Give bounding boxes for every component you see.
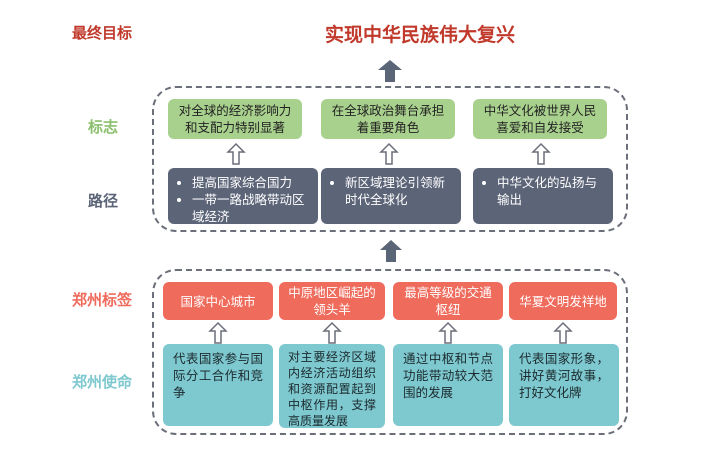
hollow-up-arrow-icon	[226, 142, 246, 165]
national-group-container	[152, 86, 628, 232]
path-item: 一带一路战略带动区域经济	[192, 191, 310, 225]
mark-box-politics: 在全球政治舞台承担着重要角色	[321, 99, 455, 139]
goal-title: 实现中华民族伟大复兴	[324, 24, 515, 46]
path-box-strength: 提高国家综合国力 一带一路战略带动区域经济	[168, 168, 318, 224]
hollow-up-arrow-icon	[531, 142, 551, 165]
goal-label: 最终目标	[72, 24, 133, 42]
path-box-globalization: 新区域理论引领新时代全球化	[321, 168, 461, 224]
marks-label: 标志	[88, 118, 119, 136]
zz-mission-global: 代表国家参与国际分工合作和竞争	[163, 344, 273, 426]
hollow-up-arrow-icon	[379, 142, 399, 165]
hollow-up-arrow-icon	[322, 321, 342, 344]
up-arrow-icon	[378, 60, 402, 82]
zz-mission-culture: 代表国家形象，讲好黄河故事，打好文化牌	[509, 344, 619, 426]
up-arrow-icon	[380, 240, 402, 262]
paths-label: 路径	[88, 192, 119, 210]
zhengzhou-group-container	[152, 269, 628, 435]
path-item: 新区域理论引领新时代全球化	[345, 174, 453, 208]
path-item: 提高国家综合国力	[192, 174, 310, 191]
path-box-culture: 中华文化的弘扬与输出	[473, 168, 613, 224]
zz-mission-economic-hub: 对主要经济区域内经济活动组织和资源配置起到中枢作用，支撑高质量发展	[279, 344, 385, 428]
hollow-up-arrow-icon	[208, 321, 228, 344]
path-item: 中华文化的弘扬与输出	[497, 174, 605, 208]
zz-mark-national-city: 国家中心城市	[163, 282, 273, 320]
hollow-up-arrow-icon	[438, 321, 458, 344]
zz-mark-transport-hub: 最高等级的交通枢纽	[393, 282, 503, 320]
zz-mission-label: 郑州使命	[72, 373, 133, 391]
mark-box-economy: 对全球的经济影响力和支配力特别显著	[168, 99, 302, 139]
zz-mark-central-leader: 中原地区崛起的领头羊	[279, 282, 385, 320]
zz-mark-civilization: 华夏文明发祥地	[509, 282, 617, 320]
mark-box-culture: 中华文化被世界人民喜爱和自发接受	[473, 99, 607, 139]
hollow-up-arrow-icon	[553, 321, 573, 344]
zz-marks-label: 郑州标签	[72, 291, 133, 309]
zz-mission-node: 通过中枢和节点功能带动较大范围的发展	[393, 344, 503, 426]
